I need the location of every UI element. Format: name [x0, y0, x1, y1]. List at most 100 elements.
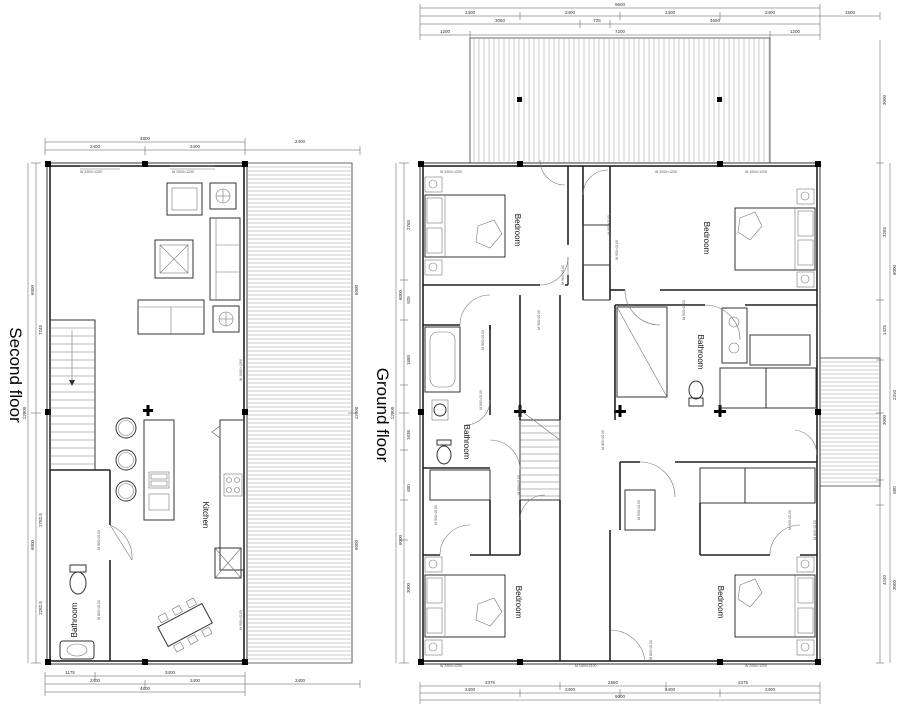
dim-ground-top-c: 2400: [665, 10, 676, 15]
nightstand-icon: [796, 556, 815, 573]
tag-ground-door-11: M 900×2100: [788, 510, 792, 530]
bedroom-furniture: [424, 176, 816, 656]
tag-second-door-1: M 800×2100: [97, 530, 101, 550]
tag-ground-door-9: M 900×2100: [434, 505, 438, 525]
room-label-bathroom-left: Bathroom: [462, 425, 471, 460]
dining-table-icon: [157, 602, 213, 648]
dimension-lines: [27, 4, 891, 704]
dim-ground-right-e: 2310: [892, 389, 897, 400]
room-label-bedroom-top-left: Bedroom: [513, 214, 522, 247]
floor-title-ground: Ground floor: [373, 368, 392, 463]
room-label-bedroom-top-right: Bedroom: [702, 222, 711, 255]
dim-ground-top-a: 2400: [465, 10, 476, 15]
tag-ground-door-2: M 900×2100: [561, 265, 565, 285]
nightstand-icon: [796, 188, 815, 205]
stove-icon: [223, 473, 243, 497]
dim-second-bot-deck: 2400: [295, 678, 306, 683]
nightstand-icon: [796, 271, 815, 288]
dim-ground-left-h: 6000: [398, 534, 403, 545]
second-floor-plan: W 2000×1200 W 2000×1200: [45, 161, 353, 665]
bar-stool-icon: [115, 449, 137, 471]
dim-ground-left-a: 2765: [406, 219, 411, 230]
dim-ground-right-b: 3265: [882, 226, 887, 237]
toilet-icon: [688, 380, 704, 400]
sink-icon: [59, 640, 95, 660]
coffee-table-icon: [154, 239, 194, 279]
dim-ground-top2-a: 3050: [495, 18, 506, 23]
dim-ground-bot-total: 9600: [615, 694, 626, 699]
dim-second-left-e: 6000: [30, 539, 35, 550]
toilet-icon: [436, 445, 452, 465]
dim-ground-left-c: 925: [406, 296, 411, 304]
dim-ground-top-d: 2400: [765, 10, 776, 15]
tag-second-window-2: W 2000×1200: [172, 170, 194, 174]
tag-ground-door-14: M 800×2100: [607, 215, 611, 235]
island-sink-icon: [148, 471, 170, 489]
second-floor-dimension-labels: 4800 2400 2400 2400 1175 3400 2400 2400 …: [22, 136, 359, 691]
dim-ground-top-e: 1500: [845, 10, 856, 15]
front-deck-hatch: [473, 39, 770, 162]
bed-icon: [424, 574, 506, 638]
dim-ground-right-g: 600: [892, 486, 897, 494]
dim-ground-bot2-b: 2400: [565, 687, 576, 692]
dim-ground-left-i: 3000: [406, 582, 411, 593]
dim-ground-bot2-c: 2400: [665, 687, 676, 692]
fridge-icon: [214, 547, 242, 579]
nightstand-icon: [424, 556, 443, 573]
dim-second-top-a: 2400: [90, 144, 101, 149]
tag-ground-door-5: M 800×2100: [481, 330, 485, 350]
dim-second-top-total: 4800: [140, 136, 151, 141]
dining-set: [157, 597, 213, 653]
tag-ground-door-7: M 800×2100: [601, 430, 605, 450]
living-room-furniture: [137, 182, 241, 335]
dim-ground-right-d: 1425: [882, 324, 887, 335]
dim-ground-top-b: 2400: [565, 10, 576, 15]
tag-ground-window-1: W 2000×1200: [440, 170, 462, 174]
bathtub-icon: [424, 326, 461, 393]
dim-ground-bot-c: 3375: [738, 680, 749, 685]
dim-ground-left-f: 1636: [406, 429, 411, 440]
bar-stool-icon: [115, 417, 137, 439]
dim-ground-top3-c: 1200: [790, 29, 801, 34]
second-floor-deck: [246, 162, 353, 664]
bed-icon: [734, 574, 816, 638]
dim-ground-right-a: 3000: [882, 94, 887, 105]
tag-ground-door-4: M 900×2100: [682, 300, 686, 320]
dim-second-bot-c: 2400: [90, 678, 101, 683]
armchair-icon: [166, 182, 203, 216]
dim-second-left-d: 2782.5: [38, 513, 43, 527]
side-table-2-icon: [212, 305, 240, 333]
room-label-bedroom-bottom-right: Bedroom: [716, 586, 725, 619]
tag-ground-window-3: W 1000×1200: [745, 170, 767, 174]
door-swings: [439, 159, 818, 662]
tag-ground-window-4: W 2000×1200: [440, 664, 462, 668]
bed-icon: [734, 207, 816, 271]
dim-ground-left-d: 1680: [406, 354, 411, 365]
floor-title-second: Second floor: [6, 327, 25, 423]
side-table-icon: [209, 182, 237, 210]
kitchen-island: [143, 419, 175, 521]
side-deck-hatch: [821, 361, 879, 483]
tag-second-door-2: M 800×2100: [97, 600, 101, 620]
dim-ground-right-i: 4240: [882, 574, 887, 585]
tag-ground-door-8: M 900×2100: [517, 475, 521, 495]
dim-second-top-deck: 2400: [295, 139, 306, 144]
tag-ground-door-12: M 800×2100: [649, 640, 653, 660]
room-label-kitchen: Kitchen: [201, 502, 210, 529]
sofa-icon: [209, 217, 241, 301]
dim-ground-left-b: 6000: [398, 289, 403, 300]
dim-ground-left-e: 12000: [390, 406, 395, 419]
dim-ground-top2-b: 725: [593, 18, 601, 23]
ground-floor-plan: Bedroom Bedroom Bedroom Bedroom Bathroom…: [418, 37, 881, 668]
dim-ground-right-c: 6000: [892, 264, 897, 275]
tag-second-window-1: W 2000×1200: [80, 170, 102, 174]
dim-second-bot-d: 2400: [190, 678, 201, 683]
double-sink-icon: [721, 307, 748, 364]
room-label-bathroom-right: Bathroom: [696, 335, 705, 370]
dim-ground-bot-a: 3375: [485, 680, 496, 685]
second-floor-bathroom: Bathroom M 800×2100 M 800×2100: [50, 469, 133, 661]
dim-ground-top-total: 9600: [615, 2, 626, 7]
bed-icon: [424, 194, 506, 258]
bar-stool-icon: [115, 480, 137, 502]
dim-ground-top3-b: 7200: [615, 29, 626, 34]
